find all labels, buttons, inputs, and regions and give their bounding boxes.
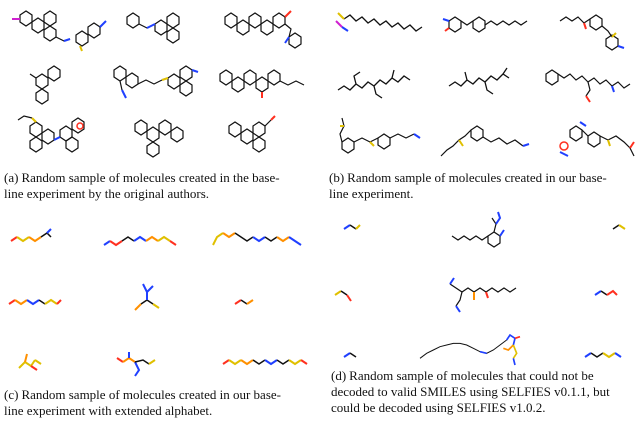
molecule-d9: [535, 335, 635, 385]
molecule-a3: [215, 5, 315, 55]
molecule-c1: [5, 215, 105, 265]
panel-c: (c)Random sample of molecules created in…: [0, 210, 320, 442]
molecule-a8: [115, 112, 215, 162]
caption-a-label: (a): [4, 170, 19, 185]
molecule-a2: [115, 5, 215, 55]
caption-b-line-1: Random sample of molecules created in ou…: [347, 170, 607, 185]
molecule-c7: [5, 340, 105, 390]
molecule-b2: [435, 5, 535, 55]
molecule-d7: [330, 335, 430, 385]
molecule-a7: [10, 112, 110, 162]
caption-c-line-1: Random sample of molecules created in ou…: [21, 387, 281, 402]
caption-b: (b)Random sample of molecules created in…: [329, 170, 637, 202]
molecule-d2: [440, 210, 540, 260]
molecule-b3: [540, 5, 640, 55]
panel-d: (d)Random sample of molecules that could…: [325, 210, 640, 442]
molecule-d5: [425, 270, 535, 320]
molecule-c6: [215, 280, 315, 330]
molecule-b8: [435, 112, 535, 162]
panel-a: (a)Random sample of molecules created in…: [0, 0, 320, 205]
molecule-a9: [215, 112, 315, 162]
molecule-b6: [540, 60, 640, 110]
caption-d-line-3: could be decoded using SELFIES v1.0.2.: [331, 400, 546, 415]
panel-b: (b)Random sample of molecules created in…: [325, 0, 640, 205]
molecule-b7: [330, 112, 430, 162]
caption-d: (d)Random sample of molecules that could…: [331, 368, 637, 416]
caption-a-line-1: Random sample of molecules created in th…: [21, 170, 280, 185]
caption-d-label: (d): [331, 368, 347, 383]
caption-d-line-2: decoded to valid SMILES using SELFIES v0…: [331, 384, 610, 399]
molecule-a6: [212, 60, 312, 110]
caption-b-line-2: line experiment.: [329, 186, 414, 201]
molecule-a1: [10, 5, 110, 55]
caption-b-label: (b): [329, 170, 345, 185]
molecule-a5: [108, 60, 208, 110]
molecule-b5: [435, 60, 535, 110]
molecule-c2: [100, 215, 200, 265]
molecule-c4: [5, 280, 105, 330]
caption-a-line-2: line experiment by the original authors.: [4, 186, 210, 201]
molecule-a4: [10, 60, 110, 110]
molecule-d6: [535, 275, 635, 325]
caption-c: (c)Random sample of molecules created in…: [4, 387, 316, 419]
molecule-d3: [535, 215, 635, 265]
molecule-b1: [330, 5, 430, 55]
molecule-d1: [330, 215, 430, 265]
caption-c-line-2: line experiment with extended alphabet.: [4, 403, 213, 418]
molecule-b4: [330, 60, 430, 110]
caption-c-label: (c): [4, 387, 19, 402]
molecule-c3: [205, 215, 305, 265]
caption-d-line-1: Random sample of molecules that could no…: [349, 368, 594, 383]
molecule-d4: [325, 275, 425, 325]
molecule-d8: [405, 325, 545, 375]
molecule-c8: [105, 340, 205, 390]
molecule-c5: [105, 270, 205, 320]
molecule-c9: [215, 340, 315, 390]
caption-a: (a)Random sample of molecules created in…: [4, 170, 316, 202]
molecule-b9: [540, 112, 640, 162]
